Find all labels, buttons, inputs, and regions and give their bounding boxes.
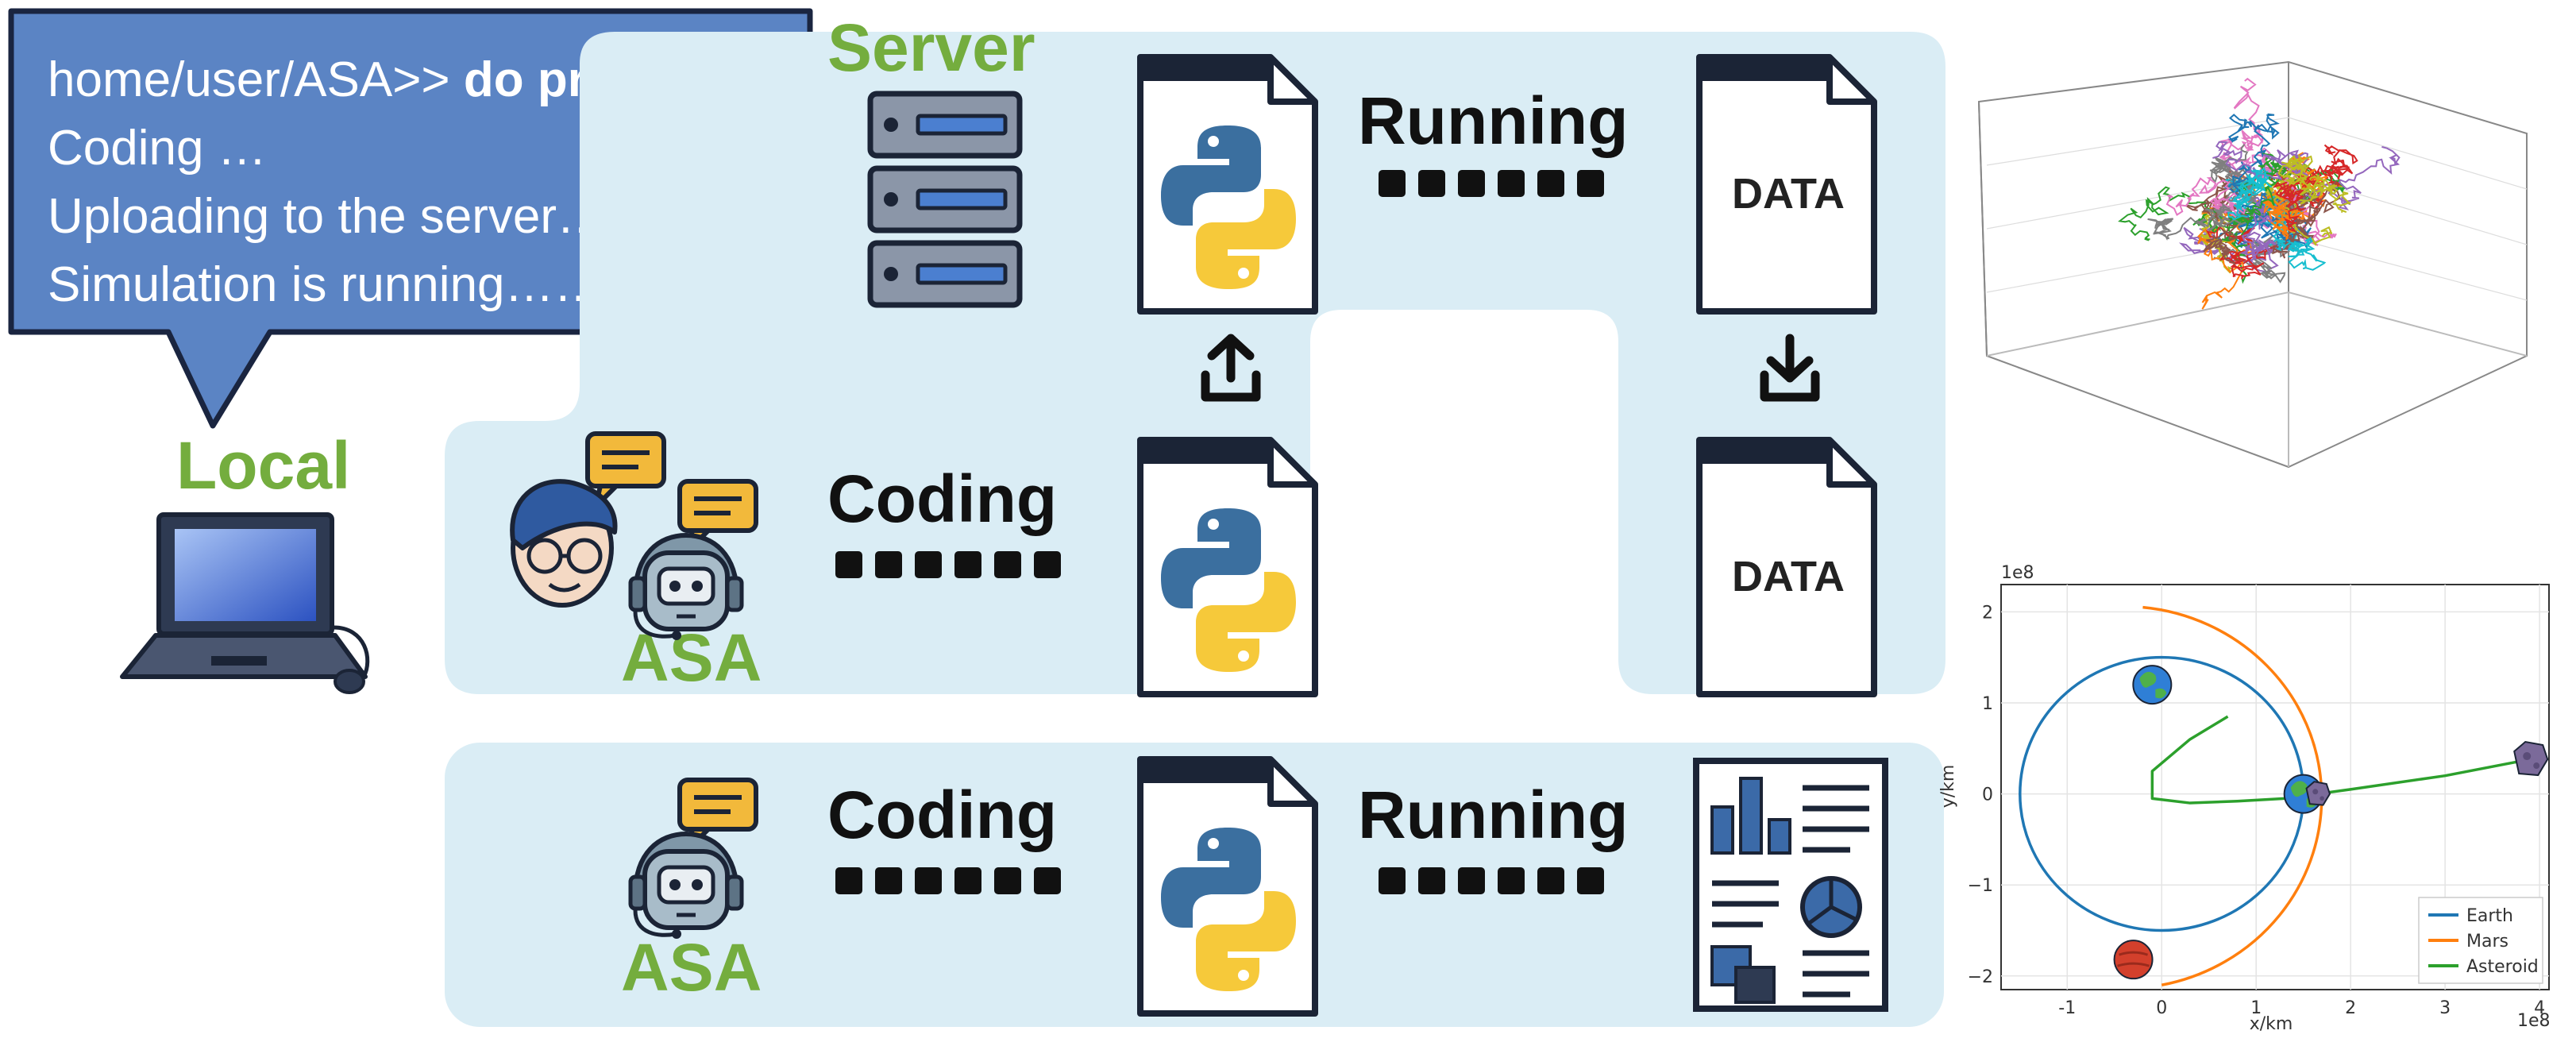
- human-avatar-icon: [510, 431, 666, 608]
- robot-avatar-icon: [628, 479, 758, 640]
- download-icon: [1760, 334, 1820, 402]
- terminal-line-running: Simulation is running……: [48, 257, 604, 312]
- running-label-bottom: Running: [1358, 778, 1629, 852]
- x-tick-label: 4: [2534, 998, 2545, 1018]
- python-file-icon-bottom: [1136, 755, 1320, 1018]
- random-walk-trace: [2251, 147, 2304, 202]
- local-label: Local: [176, 428, 351, 503]
- random-walk-trace: [2178, 226, 2279, 273]
- x-tick-label: -1: [2058, 998, 2076, 1018]
- asteroid-trajectory: [2150, 715, 2531, 805]
- random-walk-trace: [2272, 168, 2316, 234]
- asa-label-bottom: ASA: [621, 930, 762, 1005]
- random-walk-trace: [2239, 196, 2289, 260]
- coding-label-bottom: Coding: [827, 778, 1058, 852]
- progress-dots-bottom-left: [835, 867, 1061, 894]
- random-walk-trace: [2262, 189, 2304, 240]
- coding-label-mid: Coding: [827, 461, 1058, 536]
- data-file-icon-local: DATA: [1695, 435, 1879, 699]
- top-workflow-panel: [445, 32, 1945, 694]
- data-label-top: DATA: [1732, 170, 1845, 218]
- x-tick-label: 1: [2250, 998, 2262, 1018]
- python-file-icon-local: [1136, 435, 1320, 699]
- orbit-chart: -1 0 1 2 3 4 2 1 0 −1 −2 1e8 1e8 x/km y/km Earth M…: [1938, 563, 2551, 1032]
- y-tick-label: 1: [1982, 694, 1993, 714]
- random-walk-trace: [2277, 154, 2320, 201]
- progress-dots-bottom-right: [1379, 867, 1604, 894]
- terminal-line-upload: Uploading to the server…: [48, 189, 607, 244]
- asteroid-icon: [2513, 740, 2549, 777]
- y-exponent: 1e8: [2001, 563, 2034, 583]
- y-tick-label: 2: [1982, 603, 1993, 623]
- y-tick-label: 0: [1982, 785, 1993, 805]
- x-tick-label: 2: [2345, 998, 2356, 1018]
- x-tick-label: 0: [2156, 998, 2167, 1018]
- data-file-icon-server: DATA: [1695, 52, 1879, 316]
- asteroid-icon: [2305, 781, 2331, 806]
- mars-icon: [2113, 940, 2154, 980]
- progress-dots-top: [1379, 170, 1604, 197]
- y-axis-label: y/km: [1938, 765, 1958, 809]
- random-walk-traces: [2118, 77, 2401, 310]
- random-walk-trace: [2296, 144, 2358, 188]
- laptop-icon: [120, 512, 370, 694]
- progress-dots-mid: [835, 551, 1061, 578]
- server-rack-icon: [867, 91, 1023, 308]
- planet-icons: [2113, 665, 2549, 980]
- legend-asteroid: Asteroid: [2466, 957, 2539, 977]
- random-walk-trace: [2227, 167, 2273, 221]
- random-walk-trace: [2206, 225, 2277, 280]
- x-tick-label: 3: [2439, 998, 2451, 1018]
- random-walk-trace: [2147, 203, 2246, 241]
- terminal-text: home/user/ASA>> do prj.txt Coding … Uplo…: [48, 46, 674, 319]
- x-exponent: 1e8: [2517, 1011, 2551, 1031]
- earth-icon: [2132, 665, 2173, 705]
- server-label: Server: [827, 10, 1035, 85]
- random-walk-trace: [2223, 113, 2280, 197]
- running-label-top: Running: [1358, 83, 1629, 158]
- upload-icon: [1201, 334, 1261, 402]
- random-walk-3d-plot: [1977, 60, 2528, 469]
- y-tick-label: −2: [1968, 967, 1993, 987]
- data-label-bottom: DATA: [1732, 553, 1845, 600]
- legend-earth: Earth: [2466, 906, 2513, 926]
- robot-avatar-icon-bottom: [628, 778, 758, 939]
- x-axis-label: x/km: [2250, 1014, 2293, 1032]
- legend: Earth Mars Asteroid: [2418, 897, 2543, 984]
- random-walk-trace: [2225, 152, 2288, 222]
- python-file-icon-server: [1136, 52, 1320, 316]
- legend-mars: Mars: [2466, 932, 2509, 951]
- tick-labels: -1 0 1 2 3 4 2 1 0 −1 −2: [1968, 603, 2546, 1018]
- terminal-line-coding: Coding …: [48, 121, 267, 176]
- y-tick-label: −1: [1968, 876, 1993, 896]
- report-document-icon: [1693, 758, 1888, 1012]
